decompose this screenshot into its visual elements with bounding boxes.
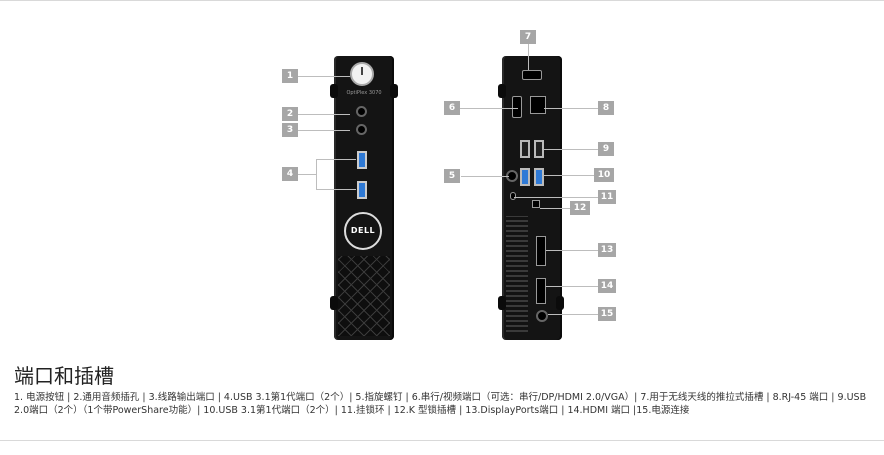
front-foot-top-right — [390, 84, 398, 98]
line-out-port — [356, 124, 367, 135]
callout-2: 2 — [282, 107, 298, 121]
callout-line-1 — [298, 76, 350, 77]
back-foot-bottom-right — [556, 296, 564, 310]
front-usb3-port-2 — [357, 181, 367, 199]
callout-line-2 — [298, 114, 350, 115]
callout-line-9 — [544, 149, 598, 150]
callout-7: 7 — [520, 30, 536, 44]
power-button — [350, 62, 374, 86]
back-foot-bottom — [498, 296, 506, 310]
callout-line-13 — [546, 250, 598, 251]
padlock-ring — [510, 192, 516, 200]
callout-line-4 — [298, 174, 316, 175]
antenna-slot — [522, 70, 542, 80]
hdmi-port — [536, 278, 546, 304]
power-connector — [536, 310, 548, 322]
back-foot-top — [498, 84, 506, 98]
front-view-chassis: OptiPlex 3070 DELL — [334, 56, 394, 340]
callout-9: 9 — [598, 142, 614, 156]
usb3-rear-port-1 — [520, 168, 530, 186]
callout-15: 15 — [598, 307, 616, 321]
callout-8: 8 — [598, 101, 614, 115]
front-foot-top — [330, 84, 338, 98]
usb3-rear-port-2 — [534, 168, 544, 186]
callout-line-4b — [316, 189, 356, 190]
callout-11: 11 — [598, 190, 616, 204]
callout-line-7 — [528, 44, 529, 70]
callout-4: 4 — [282, 167, 298, 181]
dell-logo: DELL — [344, 212, 382, 250]
rear-vent — [506, 216, 528, 332]
model-label: OptiPlex 3070 — [346, 90, 382, 96]
callout-3: 3 — [282, 123, 298, 137]
product-ports-figure: OptiPlex 3070 DELL — [282, 30, 616, 340]
callout-line-10 — [544, 175, 594, 176]
callout-line-14 — [546, 286, 598, 287]
callout-line-8 — [544, 108, 598, 109]
callout-13: 13 — [598, 243, 616, 257]
callout-6: 6 — [444, 101, 460, 115]
ports-description: 1. 电源按钮 | 2.通用音频插孔 | 3.线路输出端口 | 4.USB 3.… — [14, 392, 867, 416]
universal-audio-jack — [356, 106, 367, 117]
back-view-chassis — [502, 56, 562, 340]
callout-line-5 — [461, 176, 509, 177]
callout-line-3 — [298, 130, 350, 131]
callout-line-11 — [514, 197, 598, 198]
callout-line-12 — [540, 208, 570, 209]
callout-14: 14 — [598, 279, 616, 293]
front-mesh-grille — [338, 256, 390, 336]
usb2-port-2 — [534, 140, 544, 158]
section-title: 端口和插槽 — [14, 364, 114, 388]
front-foot-bottom — [330, 296, 338, 310]
top-divider — [0, 0, 884, 1]
serial-video-port — [512, 96, 522, 118]
callout-line-15 — [548, 314, 598, 315]
front-usb3-port-1 — [357, 151, 367, 169]
callout-line-6 — [460, 108, 518, 109]
callout-5: 5 — [444, 169, 460, 183]
callout-line-4a — [316, 159, 356, 160]
callout-12: 12 — [570, 201, 590, 215]
displayport-port — [536, 236, 546, 266]
callout-1: 1 — [282, 69, 298, 83]
rj45-port — [530, 96, 546, 114]
callout-10: 10 — [594, 168, 614, 182]
bottom-divider — [0, 440, 884, 441]
callout-line-4-vertical — [316, 159, 317, 189]
usb2-port-1 — [520, 140, 530, 158]
kensington-lock-slot — [532, 200, 540, 208]
